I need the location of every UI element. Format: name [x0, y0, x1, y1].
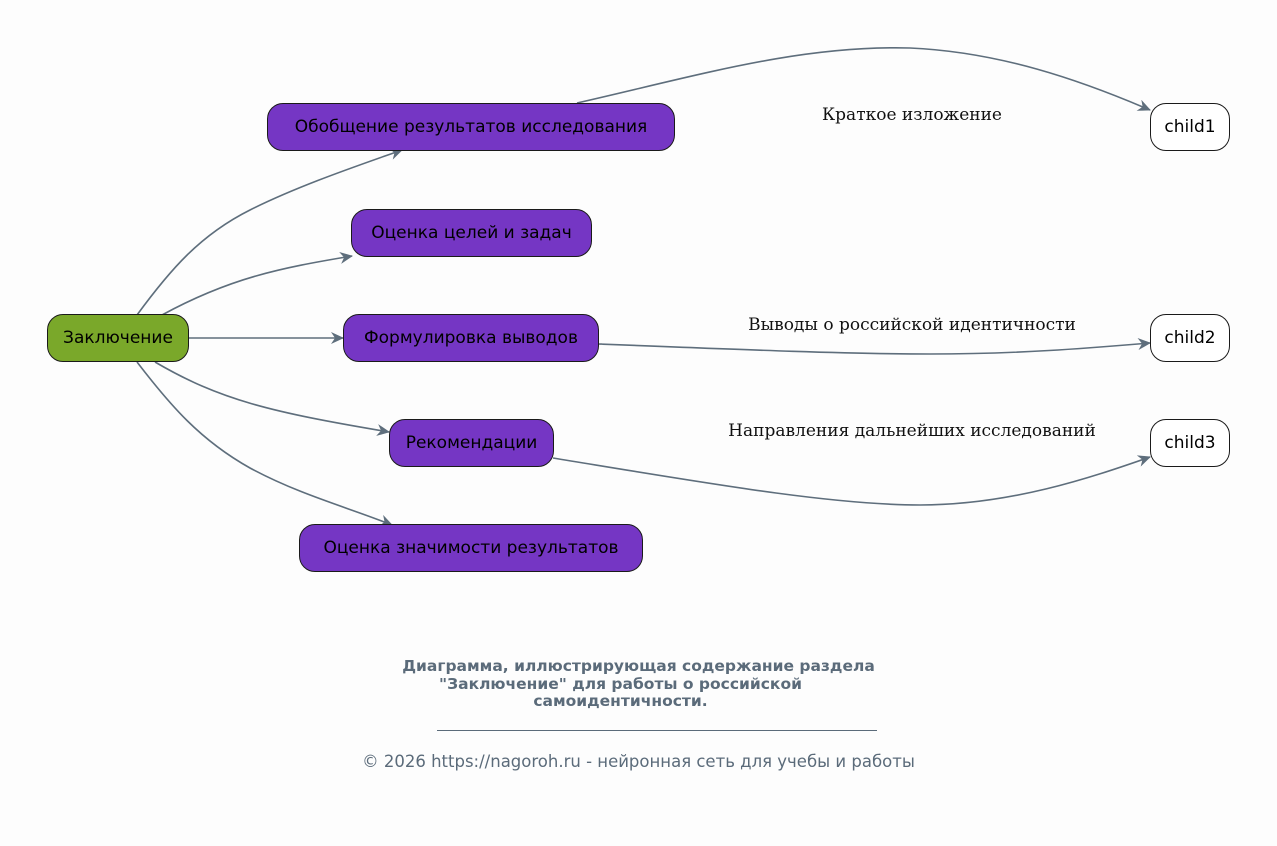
leaf-node-child1[interactable]: child1 — [1150, 103, 1230, 151]
branch-node-formulirovka[interactable]: Формулировка выводов — [343, 314, 599, 362]
leaf-node-child2[interactable]: child2 — [1150, 314, 1230, 362]
caption-line: самоидентичности. — [533, 692, 708, 710]
branch-node-ocenka-celey[interactable]: Оценка целей и задач — [351, 209, 592, 257]
root-node-label: Заключение — [63, 328, 173, 348]
branch-node-obobshchenie[interactable]: Обобщение результатов исследования — [267, 103, 675, 151]
edge-obobshchenie-to-child1 — [576, 46, 1151, 111]
caption-divider — [437, 730, 877, 731]
edge-label-child2: Выводы о российской идентичности — [748, 315, 1076, 335]
branch-node-label: Оценка значимости результатов — [323, 538, 619, 558]
branch-node-label: Оценка целей и задач — [371, 223, 572, 243]
leaf-node-label: child1 — [1164, 117, 1216, 137]
leaf-node-child3[interactable]: child3 — [1150, 419, 1230, 467]
branch-node-rekomendacii[interactable]: Рекомендации — [389, 419, 554, 467]
branch-node-label: Формулировка выводов — [364, 328, 578, 348]
caption-line: Диаграмма, иллюстрирующая содержание раз… — [402, 657, 875, 675]
leaf-node-label: child3 — [1164, 433, 1216, 453]
leaf-node-label: child2 — [1164, 328, 1216, 348]
edge-root-to-obobshchenie — [136, 148, 403, 316]
root-node[interactable]: Заключение — [47, 314, 189, 362]
edge-formulirovka-to-child2 — [598, 338, 1151, 355]
caption-line: "Заключение" для работы о российской — [439, 674, 802, 693]
edge-root-to-rekomendacii — [154, 361, 390, 436]
diagram-caption: Диаграмма, иллюстрирующая содержание раз… — [0, 657, 1277, 711]
branch-node-label: Обобщение результатов исследования — [294, 117, 648, 137]
copyright-text: © 2026 https://nagoroh.ru - нейронная се… — [362, 752, 915, 771]
edge-root-to-ocenka-celey — [161, 252, 353, 316]
edge-label-child3: Направления дальнейших исследований — [728, 421, 1096, 441]
branch-node-ocenka-znachimosti[interactable]: Оценка значимости результатов — [299, 524, 643, 572]
edge-rekomendacii-to-child3 — [552, 455, 1151, 506]
edge-root-to-ocenka-znachimosti — [136, 361, 393, 527]
edge-label-child1: Краткое изложение — [822, 105, 1002, 125]
branch-node-label: Рекомендации — [405, 433, 538, 453]
